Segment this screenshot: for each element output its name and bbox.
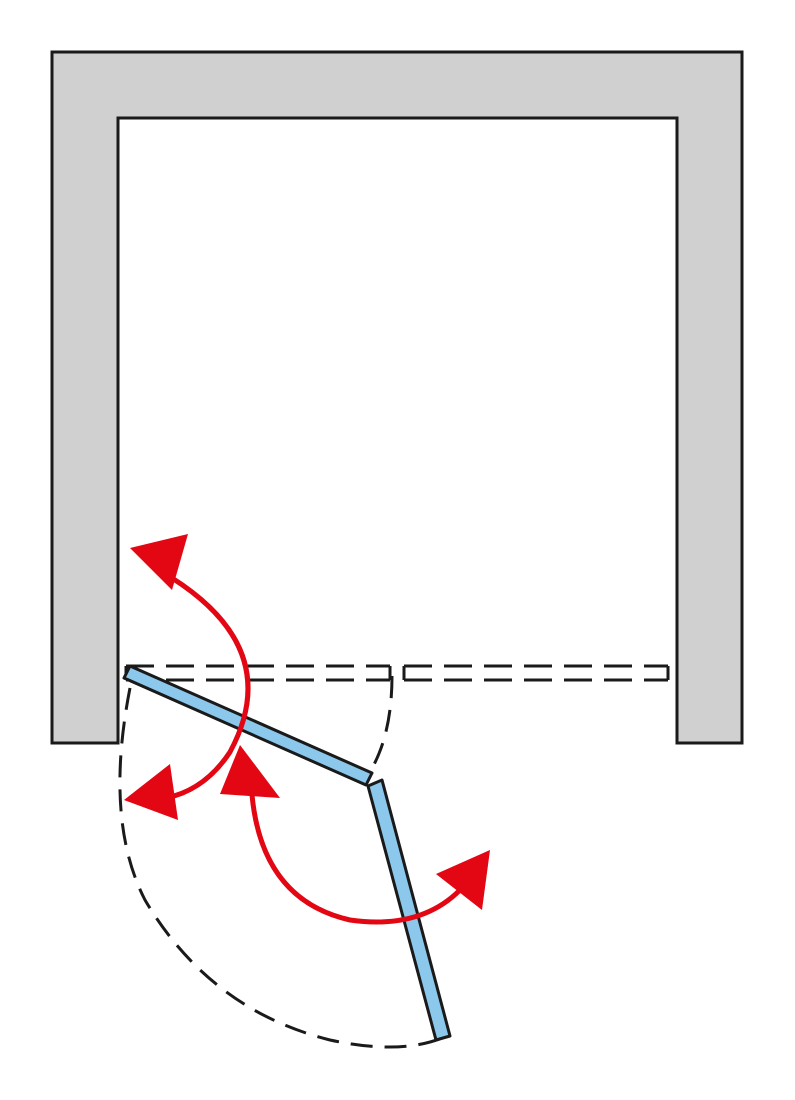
dashed-swing-path xyxy=(118,675,443,1049)
open-door-panel-1 xyxy=(122,664,374,787)
closed-door-ends xyxy=(124,666,670,680)
open-door-panel-2 xyxy=(366,778,452,1042)
closed-door-outline xyxy=(126,664,668,682)
inward-swing-arrow xyxy=(124,534,251,820)
wall-recess xyxy=(50,50,744,745)
outward-swing-arrow xyxy=(220,745,490,925)
